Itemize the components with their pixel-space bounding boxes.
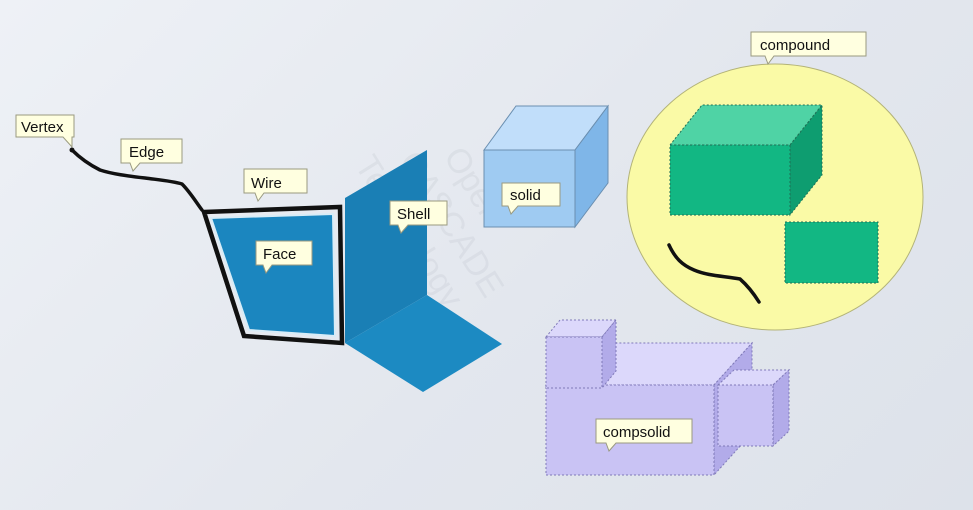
label-face: Face: [263, 246, 296, 263]
callout-solid: solid: [501, 182, 561, 215]
callout-compsolid: compsolid: [595, 418, 693, 452]
shell-horizontal-face: [345, 295, 502, 392]
label-solid: solid: [510, 187, 541, 204]
compound-box: [668, 103, 824, 217]
shell-vertical-face: [345, 150, 427, 343]
callout-compound: compound: [750, 31, 867, 66]
callout-wire: Wire: [243, 168, 308, 203]
wire-outline: [200, 204, 345, 346]
compound-edge: [667, 243, 761, 304]
callout-edge: Edge: [120, 138, 183, 172]
label-vertex: Vertex: [21, 119, 64, 136]
solid-cube: [483, 104, 609, 229]
callout-face: Face: [255, 240, 313, 275]
compound-group: [626, 63, 924, 331]
label-compound: compound: [760, 37, 830, 54]
label-wire: Wire: [251, 175, 282, 192]
callout-shell: Shell: [389, 200, 448, 234]
callout-vertex: Vertex: [15, 114, 75, 149]
label-compsolid: compsolid: [603, 424, 671, 441]
face-fill: [209, 212, 337, 338]
label-shell: Shell: [397, 206, 430, 223]
compsolid-group: [544, 318, 791, 477]
compound-face: [784, 221, 879, 284]
vertex-point: [69, 147, 75, 153]
label-edge: Edge: [129, 144, 164, 161]
edge-curve: [70, 148, 204, 212]
